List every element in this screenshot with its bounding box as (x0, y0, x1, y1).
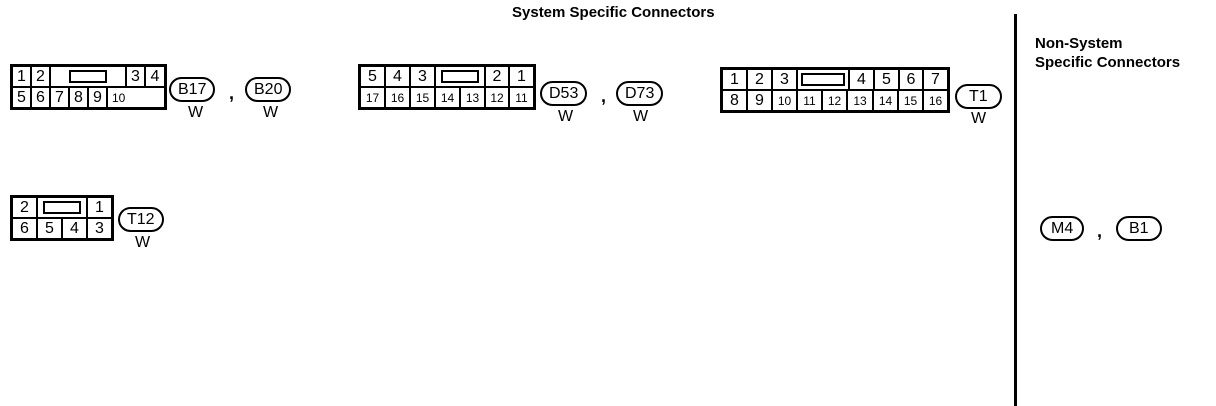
wire-color-t1: W (971, 110, 987, 127)
pin: 13 (460, 87, 485, 108)
non-system-title-line2: Specific Connectors (1035, 54, 1181, 71)
pin-row-top: 2 1 (12, 197, 112, 218)
connector-b17-b20: 1 2 3 4 5 6 7 8 9 10 (10, 64, 167, 110)
connector-label-b17: B17 (169, 77, 216, 102)
pin: 3 (126, 66, 145, 87)
pin: 4 (145, 66, 165, 87)
separator: , (601, 86, 607, 106)
pin: 15 (410, 87, 435, 108)
connector-label-b1: B1 (1116, 216, 1162, 241)
pin: 4 (62, 218, 87, 239)
pin: 6 (899, 69, 923, 90)
pin: 7 (50, 87, 69, 108)
non-system-connectors-title: Non-System Specific Connectors (1035, 34, 1180, 72)
pin: 1 (722, 69, 747, 90)
connector-key (37, 197, 87, 218)
pin: 13 (847, 90, 873, 111)
pin: 11 (797, 90, 822, 111)
pin: 1 (509, 66, 534, 87)
key-slot (801, 73, 845, 86)
separator: , (229, 83, 235, 103)
pin: 6 (31, 87, 50, 108)
connector-d53-d73: 5 4 3 2 1 17 16 15 14 13 12 11 (358, 64, 536, 110)
separator: , (1097, 221, 1103, 241)
pin: 1 (12, 66, 31, 87)
pin-row-top: 5 4 3 2 1 (360, 66, 534, 87)
pin: 14 (873, 90, 898, 111)
connector-label-b20: B20 (245, 77, 292, 102)
connector-label-t12: T12 (118, 207, 164, 232)
pin: 7 (923, 69, 948, 90)
connector-key (435, 66, 485, 87)
pin: 3 (772, 69, 797, 90)
connector-label-t1: T1 (955, 84, 1002, 109)
pin: 1 (87, 197, 112, 218)
pin: 2 (747, 69, 772, 90)
pin-row-bottom: 17 16 15 14 13 12 11 (360, 87, 534, 108)
wire-color-b20: W (263, 104, 279, 121)
pin: 8 (722, 90, 747, 111)
key-slot (441, 70, 479, 83)
pin: 17 (360, 87, 385, 108)
pin-row-bottom: 8 9 10 11 12 13 14 15 16 (722, 90, 948, 111)
pin: 4 (385, 66, 410, 87)
pin: 16 (385, 87, 410, 108)
pin: 10 (107, 87, 165, 108)
pin: 2 (485, 66, 509, 87)
pin: 5 (874, 69, 899, 90)
pin: 3 (410, 66, 435, 87)
connector-label-d53: D53 (540, 81, 588, 106)
pin: 15 (898, 90, 923, 111)
connector-key (797, 69, 849, 90)
pin: 12 (822, 90, 847, 111)
pin: 12 (485, 87, 509, 108)
key-slot (43, 201, 81, 214)
pin: 4 (849, 69, 874, 90)
pin: 9 (88, 87, 107, 108)
pin-row-top: 1 2 3 4 5 6 7 (722, 69, 948, 90)
pin: 5 (12, 87, 31, 108)
wire-color-t12: W (135, 234, 151, 251)
wire-color-b17: W (188, 104, 204, 121)
connector-t1: 1 2 3 4 5 6 7 8 9 10 11 12 13 14 15 16 (720, 67, 950, 113)
key-slot (69, 70, 107, 83)
pin: 14 (435, 87, 460, 108)
section-divider (1014, 14, 1017, 406)
wire-color-d73: W (633, 108, 649, 125)
pin-row-bottom: 6 5 4 3 (12, 218, 112, 239)
pin: 3 (87, 218, 112, 239)
pin: 5 (360, 66, 385, 87)
pin: 5 (37, 218, 62, 239)
pin: 6 (12, 218, 37, 239)
pin: 9 (747, 90, 772, 111)
pin: 2 (12, 197, 37, 218)
pin: 16 (923, 90, 948, 111)
system-connectors-title: System Specific Connectors (512, 4, 715, 21)
pin-row-bottom: 5 6 7 8 9 10 (12, 87, 165, 108)
connector-label-m4: M4 (1040, 216, 1085, 241)
connector-label-d73: D73 (616, 81, 664, 106)
pin: 11 (509, 87, 534, 108)
pin-row-top: 1 2 3 4 (12, 66, 165, 87)
pin: 2 (31, 66, 50, 87)
pin: 8 (69, 87, 88, 108)
non-system-title-line1: Non-System (1035, 35, 1123, 52)
connector-key (50, 66, 126, 87)
wire-color-d53: W (558, 108, 574, 125)
connector-t12: 2 1 6 5 4 3 (10, 195, 114, 241)
pin: 10 (772, 90, 797, 111)
